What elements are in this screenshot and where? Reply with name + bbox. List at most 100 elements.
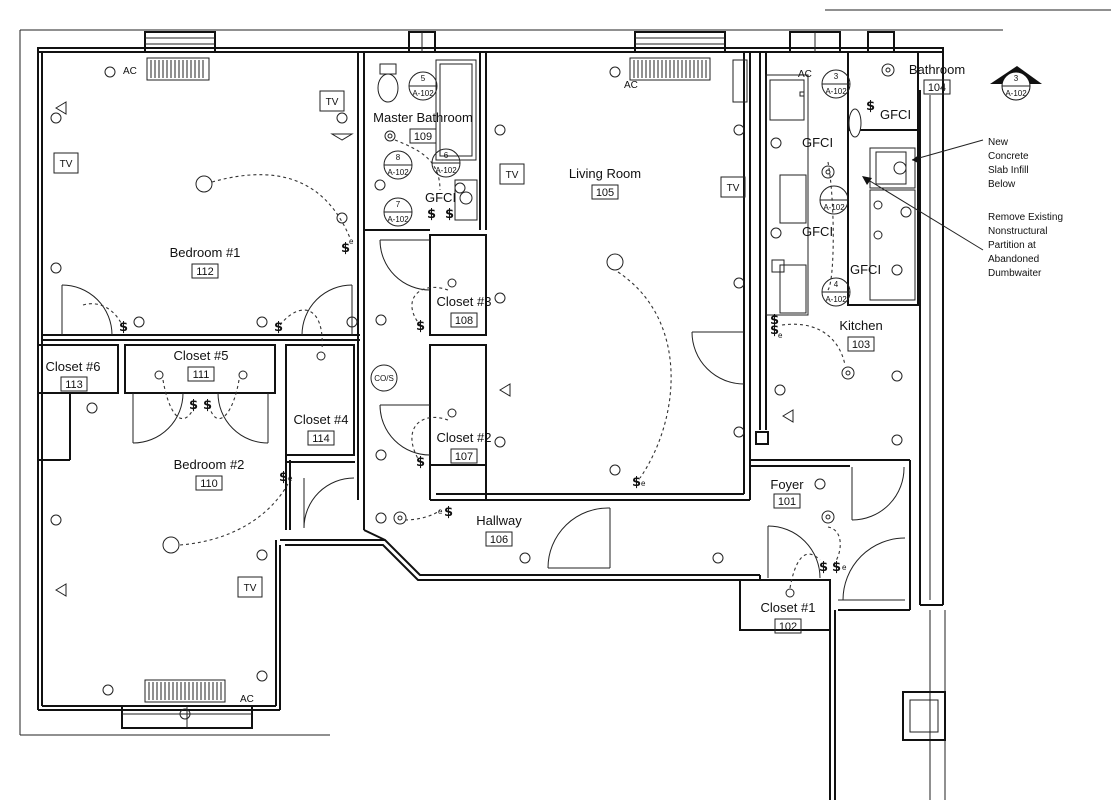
svg-text:$: $ — [444, 505, 453, 520]
svg-text:108: 108 — [455, 315, 473, 327]
gfci-label: GFCI — [802, 224, 833, 239]
room-closet-2: Closet #2 107 — [437, 430, 491, 464]
svg-text:$: $ — [119, 320, 128, 335]
svg-text:109: 109 — [414, 131, 432, 143]
svg-text:Remove Existing: Remove Existing — [988, 212, 1063, 223]
svg-text:113: 113 — [65, 379, 83, 391]
svg-text:$: $ — [274, 320, 283, 335]
svg-text:TV: TV — [244, 583, 257, 594]
svg-text:Bedroom #2: Bedroom #2 — [174, 457, 245, 472]
svg-text:$: $ — [832, 560, 841, 575]
note-slab-infill: New Concrete Slab Infill Below — [911, 137, 1029, 190]
room-living: Living Room 105 — [569, 166, 641, 200]
svg-text:$: $ — [866, 99, 875, 114]
svg-text:TV: TV — [326, 97, 339, 108]
svg-text:New: New — [988, 137, 1009, 148]
room-closet-3: Closet #3 108 — [437, 294, 492, 328]
svg-text:105: 105 — [596, 187, 614, 199]
svg-text:112: 112 — [196, 266, 214, 278]
svg-text:$: $ — [189, 398, 198, 413]
svg-text:111: 111 — [193, 369, 210, 381]
room-labels: Bedroom #1 112 Bedroom #2 110 Closet #6 … — [46, 62, 965, 634]
room-foyer: Foyer 101 — [770, 477, 804, 509]
svg-text:4: 4 — [834, 280, 839, 289]
svg-text:Closet #6: Closet #6 — [46, 359, 101, 374]
svg-text:5: 5 — [421, 74, 426, 83]
svg-text:6: 6 — [444, 151, 449, 160]
gfci-label: GFCI — [880, 107, 911, 122]
gfci-label: GFCI — [425, 190, 456, 205]
svg-text:e: e — [641, 479, 646, 488]
svg-text:Foyer: Foyer — [770, 477, 804, 492]
svg-text:3: 3 — [1014, 74, 1019, 83]
svg-text:Closet #5: Closet #5 — [174, 348, 229, 363]
svg-text:TV: TV — [506, 170, 519, 181]
tv-marker: TV — [237, 576, 263, 598]
ac-label: AC — [624, 80, 638, 91]
svg-text:Master Bathroom: Master Bathroom — [373, 110, 473, 125]
svg-text:103: 103 — [852, 339, 870, 351]
svg-text:Bathroom: Bathroom — [909, 62, 965, 77]
svg-text:Nonstructural: Nonstructural — [988, 226, 1047, 237]
section-marker-5: 5 A-102 — [408, 71, 438, 101]
room-closet-1: Closet #1 102 — [761, 600, 816, 634]
svg-text:Slab Infill: Slab Infill — [988, 165, 1029, 176]
svg-text:$: $ — [279, 470, 288, 485]
svg-text:Closet #4: Closet #4 — [294, 412, 349, 427]
svg-text:A-102: A-102 — [387, 215, 409, 224]
svg-text:e: e — [842, 563, 847, 572]
svg-text:Closet #3: Closet #3 — [437, 294, 492, 309]
svg-text:3: 3 — [834, 72, 839, 81]
svg-text:Hallway: Hallway — [476, 513, 522, 528]
section-marker-4: 4 A-102 — [821, 277, 851, 307]
svg-text:$: $ — [770, 313, 779, 328]
tv-marker: TV — [720, 176, 746, 198]
section-marker-3-kitchen: 3 A-102 — [821, 69, 851, 99]
svg-text:Partition at: Partition at — [988, 240, 1036, 251]
svg-text:110: 110 — [200, 478, 218, 490]
svg-text:A-102: A-102 — [823, 203, 845, 212]
svg-text:Closet #1: Closet #1 — [761, 600, 816, 615]
wiring — [82, 139, 846, 589]
svg-text:Below: Below — [988, 179, 1016, 190]
svg-text:$: $ — [819, 560, 828, 575]
svg-text:TV: TV — [60, 159, 73, 170]
svg-text:$: $ — [416, 455, 425, 470]
svg-text:TV: TV — [727, 183, 740, 194]
svg-text:e: e — [778, 331, 783, 340]
svg-text:8: 8 — [396, 153, 401, 162]
svg-text:e: e — [288, 474, 293, 483]
svg-text:$: $ — [427, 207, 436, 222]
windows — [121, 31, 895, 729]
outlets — [50, 66, 912, 720]
svg-text:$: $ — [416, 319, 425, 334]
section-marker-3-exterior: 3 A-102 — [990, 66, 1042, 101]
room-closet-6: Closet #6 113 — [46, 359, 101, 392]
svg-text:Kitchen: Kitchen — [839, 318, 882, 333]
note-remove-partition: Remove Existing Nonstructural Partition … — [862, 176, 1063, 279]
svg-text:$: $ — [770, 323, 779, 338]
section-marker-6: 6 A-102 — [431, 148, 461, 178]
svg-text:A-102: A-102 — [825, 295, 847, 304]
svg-text:106: 106 — [490, 534, 508, 546]
annotation-notes: New Concrete Slab Infill Below Remove Ex… — [862, 137, 1063, 279]
data-jacks — [55, 101, 794, 597]
room-bathroom: Bathroom 104 — [909, 62, 965, 95]
section-marker-kitchen-mid: A-102 — [819, 185, 849, 215]
ceiling-lights — [154, 63, 895, 598]
section-marker-8: 8 A-102 — [383, 150, 413, 180]
tv-marker: TV — [319, 90, 345, 112]
svg-text:A-102: A-102 — [1005, 89, 1027, 98]
room-hallway: Hallway 106 — [476, 513, 522, 547]
svg-text:e: e — [438, 507, 443, 516]
svg-text:Abandoned: Abandoned — [988, 254, 1039, 265]
room-closet-5: Closet #5 111 — [174, 348, 229, 382]
svg-text:$: $ — [632, 475, 641, 490]
svg-text:Bedroom #1: Bedroom #1 — [170, 245, 241, 260]
svg-text:114: 114 — [312, 433, 330, 445]
room-closet-4: Closet #4 114 — [294, 412, 349, 446]
svg-text:$: $ — [203, 398, 212, 413]
svg-text:A-102: A-102 — [435, 166, 457, 175]
section-markers: 5 A-102 6 A-102 8 A-102 7 A-102 3 A-102 — [383, 66, 1042, 307]
